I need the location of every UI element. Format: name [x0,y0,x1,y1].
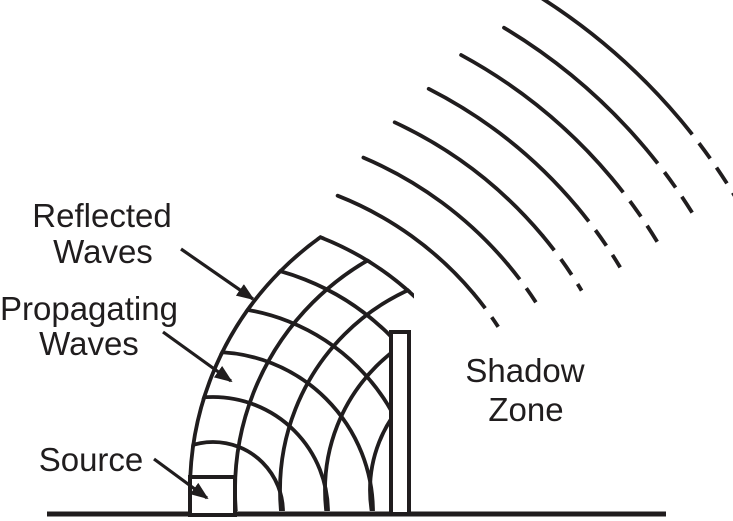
shadow-zone-label-line2: Zone [488,391,563,428]
propagating-wavefront-arc [188,395,330,511]
shadow-arc-dashed [644,147,699,222]
diffracted-arc [502,25,648,151]
diffracted-arc [392,120,545,238]
source-arrow [153,457,209,500]
reflected-waves-label-line1: Reflected [32,197,171,234]
reflected-wavefront-arc [368,358,414,511]
reflected-waves-label-line2: Waves [53,233,153,270]
propagating-waves-arrow [162,330,233,383]
propagating-wavefront-arc [188,440,285,511]
propagating-waves-label-line2: Waves [39,325,139,362]
shadow-arc-dashed [609,176,661,246]
diffracted-arc [540,0,683,122]
diffracted-arcs-solid [335,0,683,296]
diffracted-arc [459,53,614,180]
shadow-arc-dashed [471,292,500,328]
shadow-zone-arcs-dashed [471,118,733,328]
reflected-waves-arrow [180,247,255,301]
shadow-arc-dashed [575,205,622,269]
shadow-zone-label-line1: Shadow [465,352,584,389]
diffracted-arc [361,155,510,267]
diffracted-arc [426,86,579,209]
barrier-wall [389,330,411,516]
shadow-arc-dashed [678,118,733,197]
reflected-wavefront-arc [323,313,414,511]
source-label: Source [39,441,144,478]
diffracted-arc [335,193,476,296]
shadow-arc-dashed [540,234,584,292]
reflected-wavefront-arc [278,268,414,511]
shadow-arc-dashed [506,263,538,304]
propagating-waves-label-line1: Propagating [0,290,178,327]
source-box [188,475,237,517]
